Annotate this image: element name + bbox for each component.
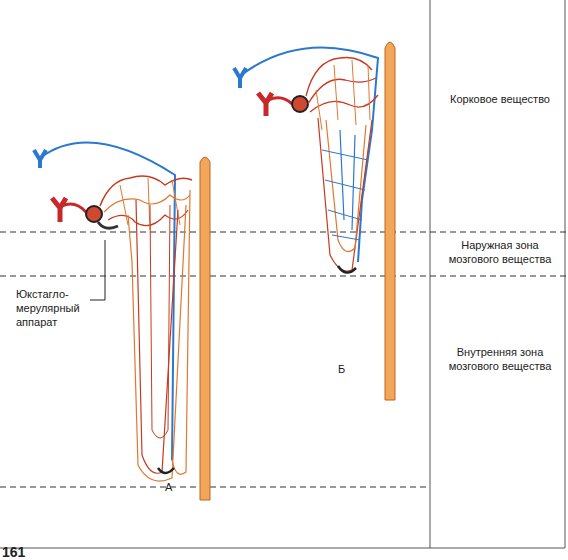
frame-border xyxy=(565,0,566,548)
juxtamedullary-nephron xyxy=(34,142,210,500)
tubule-loop xyxy=(128,205,186,481)
capillary-network xyxy=(306,58,378,113)
collecting-vessel xyxy=(385,42,395,400)
nephron-letter: А xyxy=(165,480,185,494)
collecting-vessel xyxy=(200,157,210,500)
zone-name: Внутренняя зона мозгового вещества xyxy=(438,345,562,373)
artery-stub xyxy=(258,93,272,116)
capillary-network xyxy=(100,176,192,206)
column-border xyxy=(430,0,431,548)
zone-boundary xyxy=(0,232,568,233)
nephron-letter: Б xyxy=(338,362,358,376)
loop-bend xyxy=(338,266,356,273)
part-name: Юкстагло- мерулярный аппарат xyxy=(16,287,88,329)
vein xyxy=(40,142,175,460)
afferent-arteriole xyxy=(62,204,86,212)
tubule-loop xyxy=(326,120,366,252)
tubule-loop xyxy=(136,200,178,473)
tubule-loop xyxy=(318,118,372,271)
peritubular-network xyxy=(322,150,368,240)
zone-boundary xyxy=(0,276,568,277)
glomerulus xyxy=(86,206,102,222)
afferent-arteriole xyxy=(268,98,292,104)
capillary-network xyxy=(316,60,370,130)
glomerulus xyxy=(292,96,308,112)
juxtaglomerular-apparatus xyxy=(98,222,118,228)
figure-number: 161 xyxy=(2,545,42,559)
frame-border xyxy=(0,548,565,549)
vein-stub xyxy=(234,68,246,88)
vasa-recta xyxy=(172,190,190,474)
zone-name: Корковое вещество xyxy=(438,92,562,106)
loop-bend xyxy=(158,468,174,473)
vasa-recta xyxy=(150,205,170,438)
zone-name: Наружная зона мозгового вещества xyxy=(438,238,562,266)
peritubular-network xyxy=(340,130,355,230)
vein-stub xyxy=(34,150,46,168)
leader-line xyxy=(90,240,105,300)
artery-stub xyxy=(52,198,66,222)
zone-boundary xyxy=(0,487,430,488)
cortical-nephron xyxy=(234,42,395,400)
capillary-network xyxy=(108,210,188,226)
